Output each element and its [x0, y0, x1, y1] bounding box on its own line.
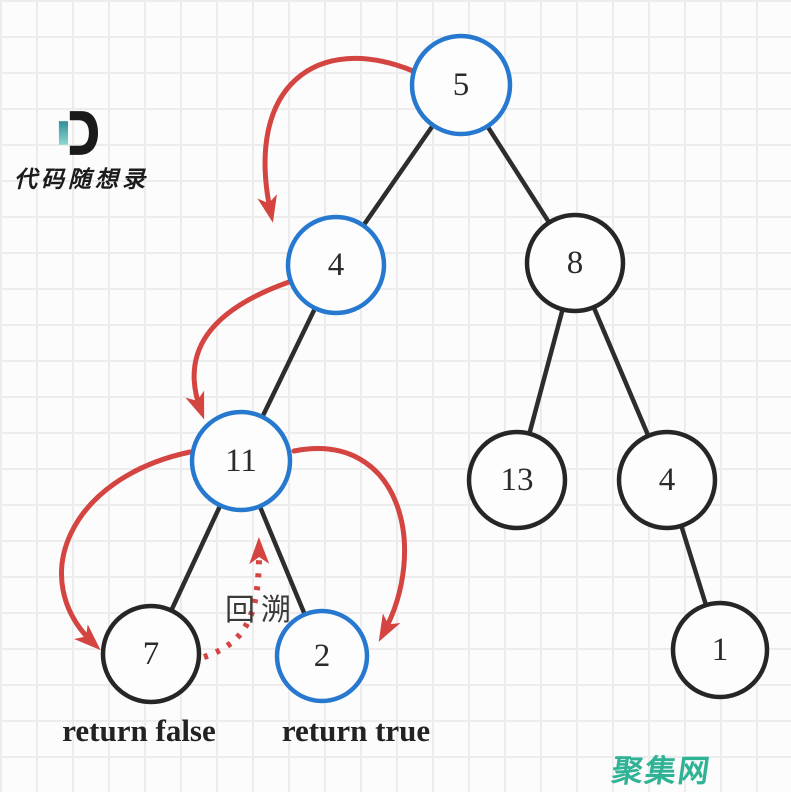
- node-value: 13: [501, 462, 534, 498]
- arrow-4-to-11: [185, 279, 292, 420]
- node-value: 1: [712, 632, 729, 668]
- backtrack-label: 回溯: [225, 594, 297, 627]
- node-value: 4: [328, 247, 345, 283]
- node-circle: [616, 429, 718, 531]
- tree-edge-5-4: [361, 122, 436, 228]
- tree-edge-8-13: [527, 307, 565, 436]
- node-circle: [466, 429, 568, 531]
- tree-edge-4-11: [260, 305, 318, 420]
- backtrack-arrow-7-to-11: [203, 537, 270, 660]
- node-circle: [409, 33, 513, 137]
- tree-node-7-n7: 7: [100, 603, 202, 705]
- logo: 代码随想录: [14, 110, 174, 194]
- node-circle: [100, 603, 202, 705]
- tree-edge-8-4: [591, 304, 651, 439]
- node-circle: [274, 608, 370, 704]
- node-value: 2: [314, 638, 331, 674]
- tree-node-4-n4l: 4: [285, 214, 387, 316]
- return-true-label: return true: [281, 713, 431, 748]
- tree-node-11-n11: 11: [189, 409, 293, 513]
- tree-edge-11-7: [169, 503, 223, 613]
- node-circle: [189, 409, 293, 513]
- logo-d-glyph: [69, 111, 98, 155]
- logo-accent-bar: [58, 121, 68, 145]
- arrow-11-to-7: [59, 449, 193, 651]
- node-circle: [524, 212, 626, 314]
- tree-node-1-n1: 1: [670, 600, 770, 700]
- arrow-5-to-4: [257, 55, 416, 223]
- arrow-11-to-2: [291, 446, 408, 642]
- node-value: 4: [659, 462, 676, 498]
- tree-edge-11-2: [257, 504, 307, 617]
- tree-edge-5-8: [485, 124, 552, 225]
- logo-d-icon: [58, 111, 98, 155]
- logo-text: 代码随想录: [14, 167, 149, 192]
- node-value: 5: [453, 67, 470, 103]
- node-value: 11: [225, 443, 257, 479]
- tree-node-5-n5: 5: [409, 33, 513, 137]
- tree-node-2-n2: 2: [274, 608, 370, 704]
- tree-node-8-n8: 8: [524, 212, 626, 314]
- tree-edge-4-1: [679, 523, 709, 608]
- return-false-label: return false: [62, 713, 216, 748]
- tree-node-13-n13: 13: [466, 429, 568, 531]
- node-circle: [285, 214, 387, 316]
- node-circle: [670, 600, 770, 700]
- watermark: 聚集网: [609, 753, 714, 789]
- node-value: 8: [567, 245, 584, 281]
- node-value: 7: [143, 636, 160, 672]
- tree-node-4-n4r: 4: [616, 429, 718, 531]
